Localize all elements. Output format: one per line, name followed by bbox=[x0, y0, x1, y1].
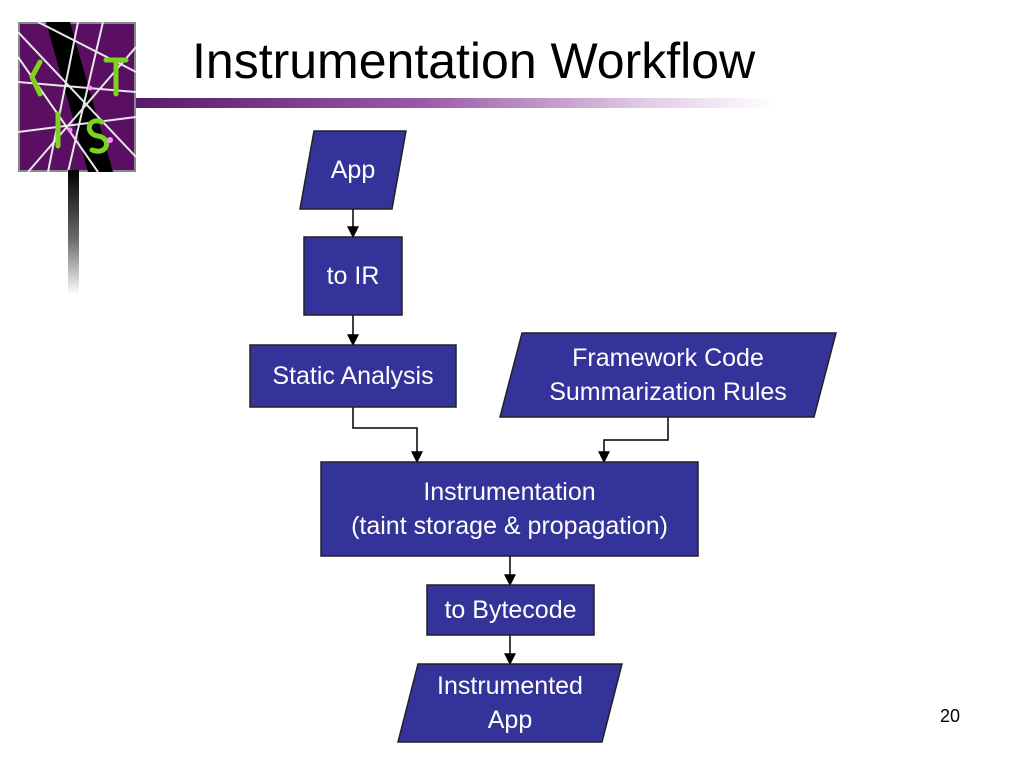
node-label-framework-rules-line-2: Summarization Rules bbox=[549, 378, 787, 406]
node-instrumentation: Instrumentation (taint storage & propagat… bbox=[320, 461, 699, 557]
node-label-framework-rules-line-1: Framework Code bbox=[572, 344, 764, 372]
node-shape-to-bytecode bbox=[426, 584, 595, 636]
lab-logo-icon bbox=[18, 22, 136, 172]
node-to-bytecode: to Bytecode bbox=[426, 584, 595, 636]
node-static-analysis: Static Analysis bbox=[249, 344, 457, 408]
edge-static_analysis-to-instrumentation bbox=[352, 407, 423, 464]
node-label-static-analysis-line-1: Static Analysis bbox=[272, 362, 433, 390]
node-shape-framework-rules bbox=[499, 332, 837, 418]
node-label-instrumentation-line-2: (taint storage & propagation) bbox=[351, 512, 668, 540]
node-label-to-ir-line-1: to IR bbox=[327, 262, 380, 290]
page-number: 20 bbox=[940, 706, 961, 726]
node-app: App bbox=[299, 130, 407, 210]
node-to-ir: to IR bbox=[303, 236, 403, 316]
node-label-instrumented-app-line-2: App bbox=[488, 706, 532, 734]
edge-framework_rules-to-instrumentation bbox=[598, 417, 669, 464]
node-shape-app bbox=[299, 130, 407, 210]
node-label-app-line-1: App bbox=[331, 156, 375, 184]
node-label-instrumentation-line-1: Instrumentation bbox=[423, 478, 595, 506]
decorative-side-bar bbox=[68, 170, 79, 295]
node-shape-instrumented-app bbox=[397, 663, 623, 743]
slide-title: Instrumentation Workflow bbox=[192, 33, 756, 89]
node-label-instrumented-app-line-1: Instrumented bbox=[437, 672, 583, 700]
title-underline bbox=[136, 98, 776, 108]
node-label-to-bytecode-line-1: to Bytecode bbox=[444, 596, 576, 624]
node-shape-static-analysis bbox=[249, 344, 457, 408]
node-shape-instrumentation bbox=[320, 461, 699, 557]
node-shape-to-ir bbox=[303, 236, 403, 316]
